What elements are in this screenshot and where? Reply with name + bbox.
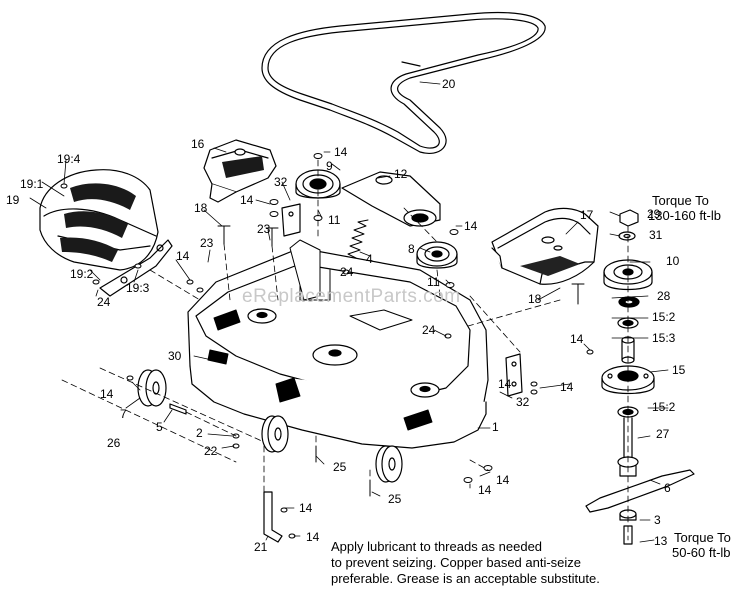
callout-17: 17: [580, 208, 594, 222]
callout-19-1: 19:1: [20, 177, 44, 191]
callout-26: 26: [107, 436, 121, 450]
callout-14: 14: [496, 473, 510, 487]
callout-9: 9: [326, 159, 333, 173]
leader-lines: [29, 81, 669, 543]
spindle-pulley-10: [603, 259, 653, 291]
callout-18: 18: [194, 201, 208, 215]
callout-28: 28: [657, 289, 671, 303]
dashed-guides: [61, 159, 629, 541]
callout-13: 13: [654, 534, 668, 548]
belt-cover-right-fill: [520, 236, 580, 276]
callout-1: 1: [492, 420, 499, 434]
deck-left-spindle: [247, 308, 277, 324]
torque-note-top-line2: 130-160 ft-lb: [648, 208, 721, 223]
callout-8: 8: [408, 242, 415, 256]
blade-6: [585, 469, 695, 513]
bracket-21: [263, 491, 283, 543]
callout-27: 27: [656, 427, 670, 441]
callout-31: 31: [649, 228, 663, 242]
callout-19-4: 19:4: [57, 152, 81, 166]
callout-14: 14: [240, 193, 254, 207]
callout-10: 10: [666, 254, 680, 268]
callout-5: 5: [156, 420, 163, 434]
callout-14: 14: [299, 501, 313, 515]
watermark: eReplacementParts.com: [242, 286, 461, 307]
callout-20: 20: [442, 77, 456, 91]
drive-belt: [261, 11, 546, 154]
torque-note-top-line1: Torque To: [652, 193, 709, 208]
callout-14: 14: [498, 377, 512, 391]
deck-bracket-rear: [281, 203, 301, 237]
nut-29: [619, 209, 639, 227]
gauge-wheel-left: [261, 415, 289, 453]
callout-6: 6: [664, 481, 671, 495]
callout-14: 14: [306, 530, 320, 544]
callout-21: 21: [254, 540, 268, 554]
torque-note-bottom-line1: Torque To: [674, 530, 731, 545]
callout-15: 15: [672, 363, 686, 377]
callout-23: 23: [200, 236, 214, 250]
callout-15-2: 15:2: [652, 400, 676, 414]
bearing-28: [618, 296, 640, 308]
gauge-wheel-right: [375, 445, 403, 483]
callout-7: 7: [120, 407, 127, 421]
callout-32: 32: [516, 395, 530, 409]
callout-19-3: 19:3: [126, 281, 150, 295]
belt-cover-top: [203, 139, 277, 203]
callout-25: 25: [333, 460, 347, 474]
callout-14: 14: [334, 145, 348, 159]
callout-14: 14: [464, 219, 478, 233]
callout-11: 11: [328, 213, 341, 227]
spring: [347, 219, 369, 263]
callout-2: 2: [196, 426, 203, 440]
washer-31: [618, 231, 636, 241]
callout-24: 24: [340, 265, 354, 279]
callout-3: 3: [654, 513, 661, 527]
callout-30: 30: [168, 349, 182, 363]
callout-32: 32: [274, 175, 288, 189]
callout-29: 29: [647, 207, 661, 221]
lubricant-note-line3: preferable. Grease is an acceptable subs…: [331, 571, 600, 586]
torque-note-bottom-line2: 50-60 ft-lb: [672, 545, 731, 560]
callout-25: 25: [388, 492, 402, 506]
axle-5: [169, 403, 187, 415]
callout-14: 14: [478, 483, 492, 497]
anti-scalp-wheel-7: [137, 369, 167, 407]
discharge-chute-dark: [60, 183, 136, 262]
callout-14: 14: [560, 380, 574, 394]
lubricant-note-line2: to prevent seizing. Copper based anti-se…: [331, 555, 582, 570]
callout-16: 16: [191, 137, 205, 151]
callout-14: 14: [176, 249, 190, 263]
callout-4: 4: [366, 252, 373, 266]
callout-15-3: 15:3: [652, 331, 676, 345]
idler-pulley-8: [416, 241, 458, 269]
deck-bracket-right: [505, 353, 523, 397]
callout-14: 14: [570, 332, 584, 346]
callout-11: 11: [427, 275, 440, 289]
lubricant-note-line1: Apply lubricant to threads as needed: [331, 539, 543, 554]
callout-19-2: 19:2: [70, 267, 94, 281]
callout-14: 14: [100, 387, 114, 401]
bolt-13: [623, 525, 633, 545]
callout-24: 24: [422, 323, 436, 337]
idler-arm: [341, 171, 441, 227]
belt-cover-top-dark: [222, 148, 264, 178]
bolts-vertical: [217, 225, 585, 497]
callout-12: 12: [394, 167, 408, 181]
callout-23: 23: [257, 222, 271, 236]
callout-15-2: 15:2: [652, 310, 676, 324]
callout-22: 22: [204, 444, 218, 458]
callout-24: 24: [97, 295, 111, 309]
deck-center-spindle: [312, 344, 358, 366]
deck-right-spindle: [410, 382, 440, 398]
callout-19: 19: [6, 193, 20, 207]
deck-details: [207, 239, 433, 431]
callout-18: 18: [528, 292, 542, 306]
